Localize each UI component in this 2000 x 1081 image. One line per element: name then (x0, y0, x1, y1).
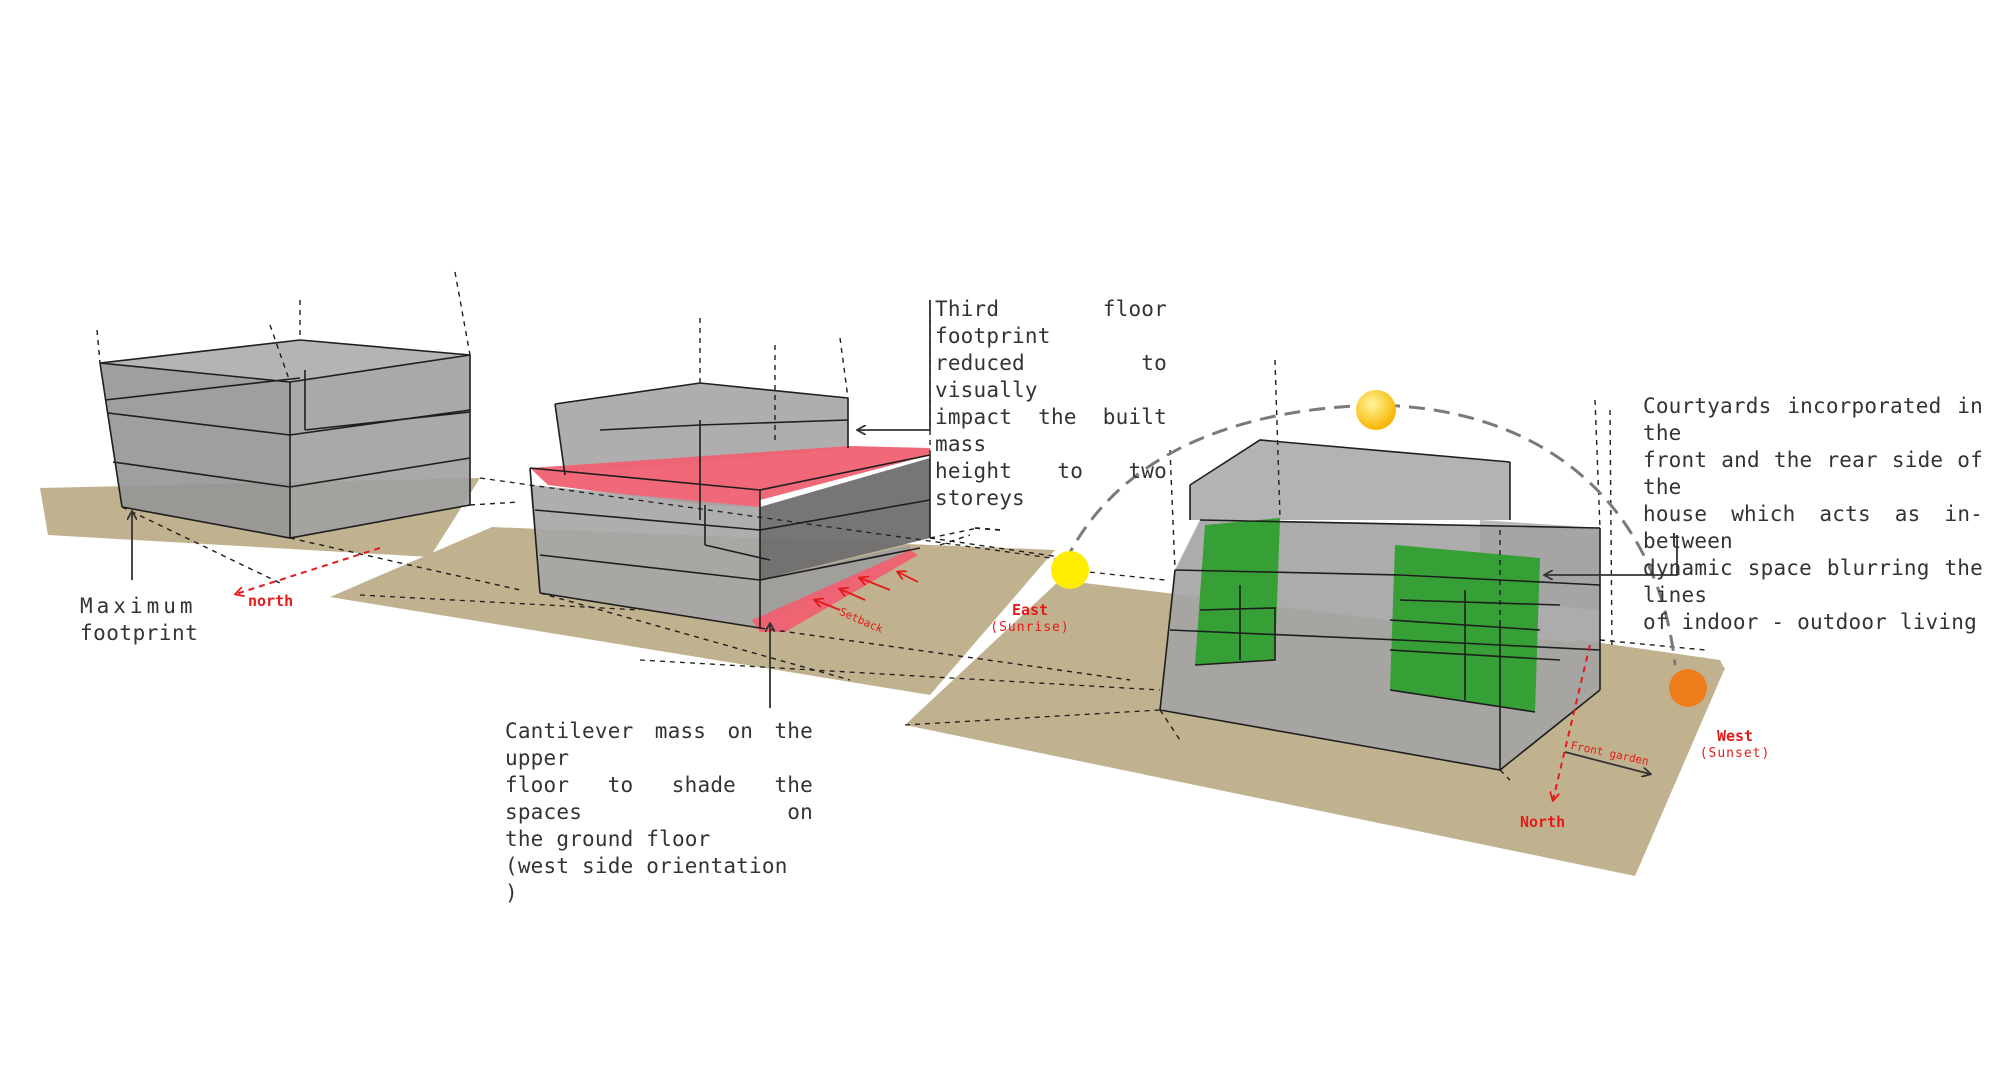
annotation-line: Cantilever mass on the upper (505, 719, 813, 770)
callout-arrows (132, 300, 1678, 774)
courtyard-front (1195, 518, 1280, 665)
ground-plane-3b (1560, 640, 1725, 670)
annotation-line: footprint (80, 621, 199, 645)
sun-icon (1356, 390, 1396, 430)
site-dashed-lines (359, 477, 1166, 726)
arrow-icon (1564, 751, 1650, 774)
annotation-line: floor to shade the spaces on (505, 773, 813, 824)
sun-icon (1669, 669, 1707, 707)
label-subtext: (Sunset) (1699, 746, 1771, 761)
sun-icon (1051, 551, 1089, 589)
block-courtyards (1159, 359, 1706, 781)
label-east: East (Sunrise) (985, 601, 1075, 637)
label-text: north (248, 592, 294, 610)
sun-path (1051, 390, 1707, 707)
annotation-line: reduced to visually (935, 351, 1167, 402)
arrow-icon (858, 300, 931, 430)
annotation-line: of indoor - outdoor living (1643, 610, 1977, 634)
annotation-line: impact the built mass (935, 405, 1167, 456)
label-north-1: north (248, 592, 293, 610)
annotation-line: (west side orientation ) (505, 854, 788, 905)
arrow-icon (1545, 535, 1678, 575)
annotation-line: front and the rear side of the (1643, 448, 1983, 499)
annotation-cantilever: Cantilever mass on the upper floor to sh… (505, 718, 813, 907)
block2-side-dark (760, 458, 930, 580)
label-west: West (Sunset) (1690, 727, 1780, 763)
annotation-courtyards: Courtyards incorporated in the front and… (1643, 393, 1983, 636)
annotation-max-footprint: Maximum footprint (80, 593, 220, 647)
annotation-line: the ground floor (505, 827, 711, 851)
block-maximum-footprint (96, 271, 521, 591)
cantilever-slab (530, 446, 930, 507)
setback-strip (752, 550, 918, 632)
arrow-icon (1553, 644, 1591, 800)
annotation-line: dynamic space blurring the lines (1643, 556, 1983, 607)
orientation-lines (236, 547, 1591, 800)
label-text: West (1716, 727, 1754, 745)
annotation-line: Third floor footprint (935, 297, 1167, 348)
block3-upper (1190, 440, 1510, 520)
setback-arrows (815, 572, 919, 611)
label-subtext: (Sunrise) (990, 620, 1070, 635)
annotation-line: height to two storeys (935, 459, 1167, 510)
annotation-line: Courtyards incorporated in the (1643, 394, 1983, 445)
label-text: North (1520, 813, 1566, 831)
annotation-third-floor: Third floor footprint reduced to visuall… (935, 296, 1167, 512)
annotation-line: Maximum (80, 594, 197, 618)
label-north-2: North (1520, 813, 1565, 831)
label-text: East (1011, 601, 1049, 619)
annotation-line: house which acts as in-between (1643, 502, 1983, 553)
arrow-icon (236, 547, 381, 594)
block1-front (100, 363, 290, 538)
block1-side (290, 355, 470, 538)
block2-front (530, 485, 760, 628)
block-cantilever (529, 300, 1131, 681)
